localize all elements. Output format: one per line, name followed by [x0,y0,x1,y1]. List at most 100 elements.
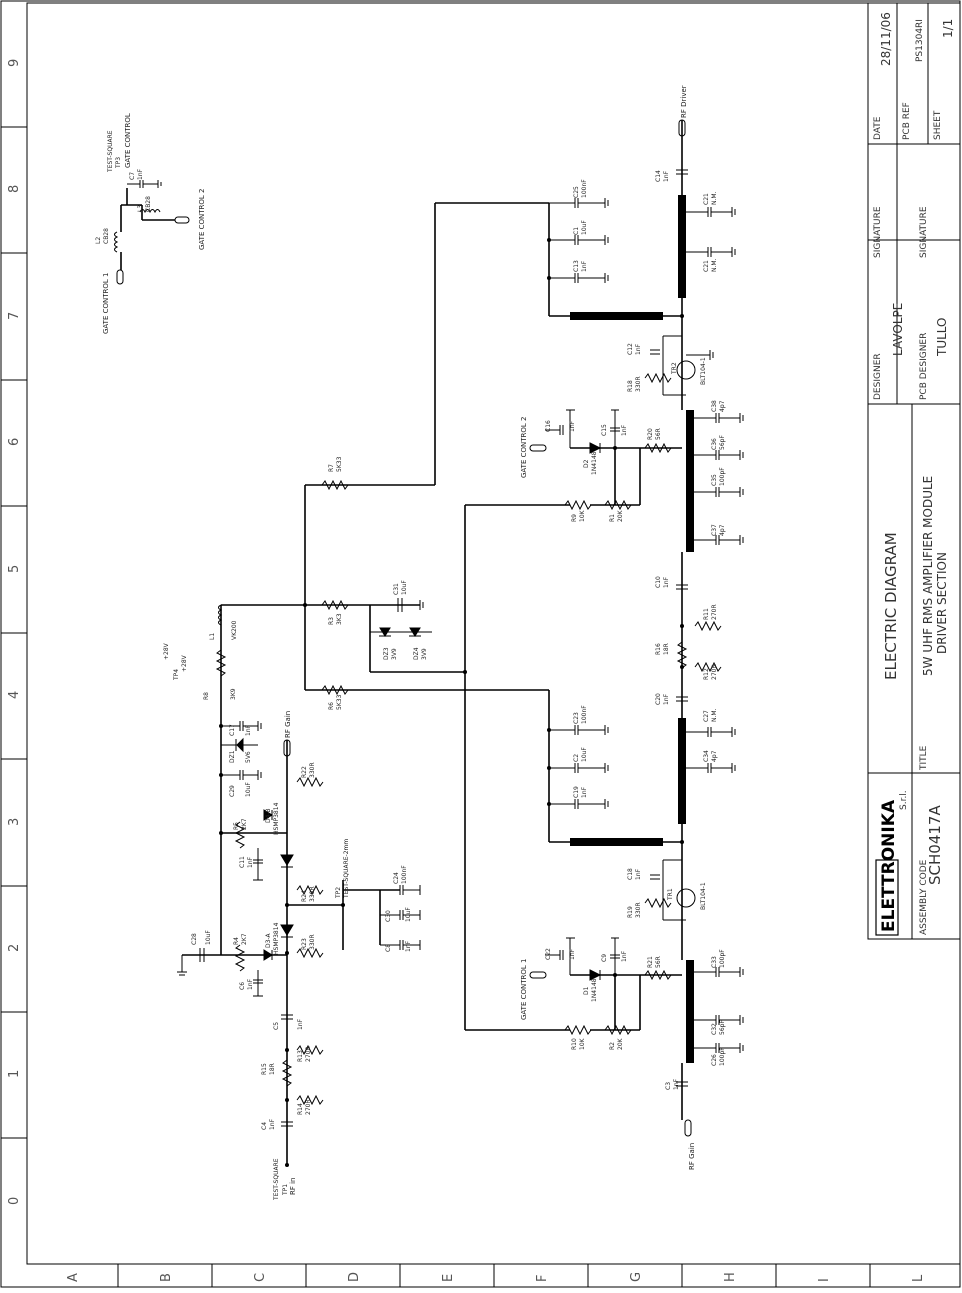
designer-value: LAVOLPE [891,303,905,356]
plus28v-label: +28V [163,642,170,660]
r7-value: 5K33 [336,456,343,472]
c8-value: 1nF [405,940,412,952]
c25-value: 100nF [581,179,588,198]
r11-label: R11 [703,608,710,620]
d4-label: D4-B [265,808,272,823]
c9-label: C9 [601,954,608,962]
microstrip-6 [686,960,694,1063]
capacitor-c13 [549,273,609,283]
capacitor-c5 [281,1014,293,1020]
date-label: DATE [873,116,883,140]
resistor-r21 [644,969,672,981]
c20-value: 1nF [663,693,670,705]
c23-value: 100nF [581,705,588,724]
pcb-ref-value: PS1304RI [915,19,925,62]
r9-value: 10K [579,509,586,522]
rf-in-label: RF in [289,1178,297,1196]
microstrip-4 [678,718,686,824]
c5-value: 1nF [297,1018,304,1030]
c10-value: 1nF [663,576,670,588]
resistor-r23 [296,947,324,959]
company-logo-text: ELETTRONIKA [879,799,899,932]
diode-d2 [589,442,602,454]
zone-col-9: 9 [7,59,22,67]
c24-label: C24 [393,872,400,884]
zone-row-C: C [253,1273,268,1282]
c13-value: 1nF [581,260,588,272]
c35-value: 100pF [719,467,726,486]
capacitor-c32 [694,1015,744,1025]
microstrip-2 [570,312,663,320]
c9-value: 1nF [621,950,628,962]
r2-value: 20K [617,1037,624,1050]
r12-label: R12 [703,668,710,680]
resistor-r5 [234,821,246,849]
c18-label: C18 [627,868,634,880]
d1-value: 1N4148 [591,978,598,1002]
rf-gain-top-label: RF Gain [284,711,292,738]
r18-label: R18 [627,380,634,392]
diode-d3b [263,949,273,961]
component-labels: RF Driver RF Gain RF Gain RF in TP1 TEST… [163,85,726,1201]
capacitor-c25 [549,198,609,208]
c21-label: C21 [703,193,710,205]
capacitor-c21 [686,207,736,217]
c28-label: C28 [191,933,198,945]
r3-value: 3K3 [336,613,343,625]
title-block: DATE 28/11/06 PCB REF PS1304RI SHEET 1/1… [867,2,961,940]
resistor-r18 [644,372,672,384]
capacitor-c8 [380,940,421,950]
r13-value: 270R [305,1046,312,1062]
rf-gain-top-pin [283,739,291,757]
resistor-r3 [321,599,349,611]
gate-control-2-pin [529,444,547,452]
d3-label: D3-A [265,933,272,948]
pcb-designer-value: TULLO [935,317,949,357]
r21-label: R21 [647,956,654,968]
capacitor-c28 [177,948,205,976]
l2-value: CB28 [103,228,110,244]
zone-row-A: A [66,1273,81,1282]
capacitor-c20 [676,696,688,702]
r12-value: 270R [711,664,718,680]
c36-value: 56pF [719,435,726,450]
c38-label: C38 [711,400,718,412]
resistor-r11 [694,620,722,632]
c27-value: N.M. [711,708,718,722]
c4-label: C4 [261,1122,268,1130]
c7-label: C7 [129,172,136,180]
c21-value: N.M. [711,191,718,205]
transistor-tr1 [662,859,696,921]
c32-value: 56pF [719,1020,726,1035]
c19-value: 1nF [581,786,588,798]
c20-label: C20 [655,693,662,705]
zone-col-3: 3 [7,818,22,826]
resistor-r7 [321,479,349,491]
r5-value: 2K7 [241,818,248,830]
r20-value: 56R [655,428,662,440]
resistor-r19 [644,897,672,909]
capacitor-c27 [686,727,736,737]
shunt-capacitors [177,198,744,1053]
c29-label: C29 [229,785,236,797]
tp2-point [341,903,345,907]
resistor-r22 [296,776,324,788]
tr2-value: BLT104-1 [700,357,707,385]
tp2-label: TP2 [335,887,342,899]
junction-dots [219,238,684,1102]
capacitor-c9 [610,937,620,975]
microstrip-1 [678,195,686,298]
c1-value: 10uF [581,220,588,235]
assembly-code: SCH0417A [926,805,944,885]
zone-col-0: 0 [7,1197,22,1205]
c10-label: C10 [655,576,662,588]
company-suffix: S.r.l. [899,790,909,810]
r24-value: 330R [309,886,316,902]
resistor-r2 [604,1024,632,1036]
c12-label: C12 [627,343,634,355]
r14-label: R14 [297,1103,304,1115]
zone-col-2: 2 [7,944,22,952]
row-zone-labels: A B C D E F G H I L [66,1272,926,1282]
capacitor-c24 [399,885,421,895]
